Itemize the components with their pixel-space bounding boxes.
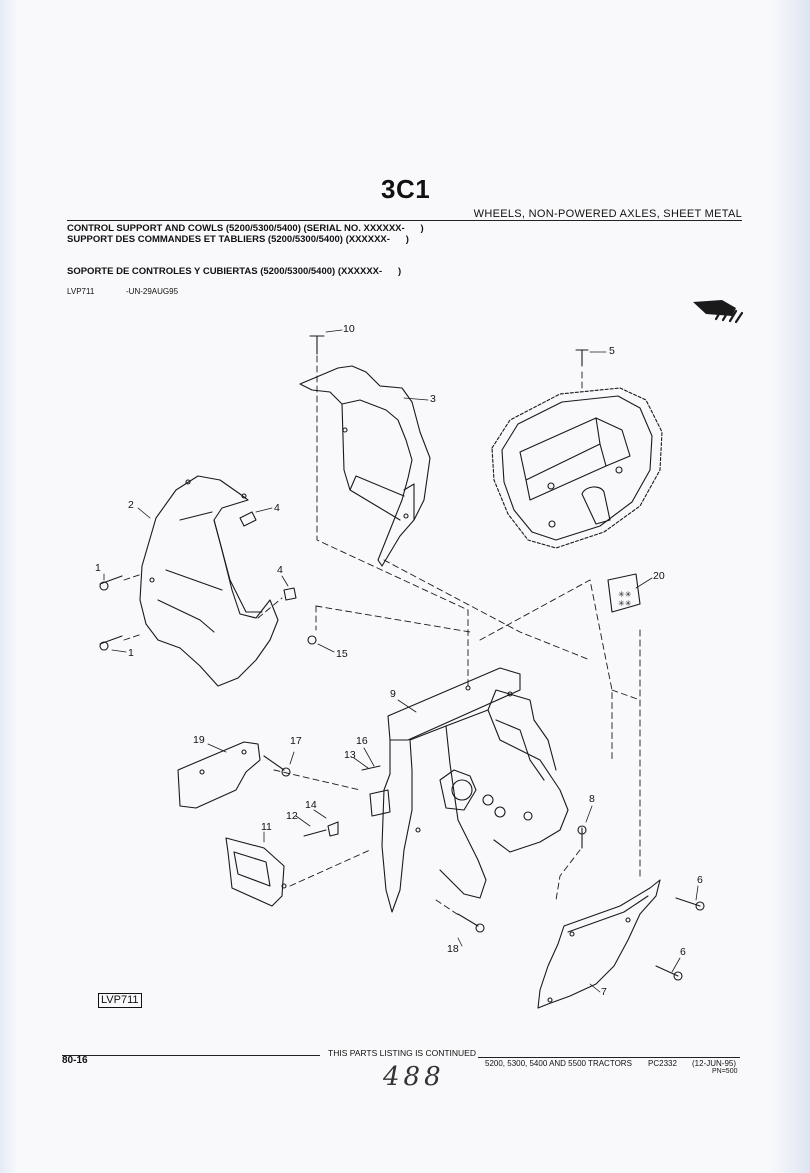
page-number: 80-16 bbox=[62, 1055, 88, 1066]
callout-2: 2 bbox=[128, 499, 134, 511]
title-french: SUPPORT DES COMMANDES ET TABLIERS (5200/… bbox=[67, 234, 409, 245]
assembly-lines bbox=[123, 355, 641, 917]
fasteners bbox=[99, 335, 705, 981]
part-9-control-support bbox=[369, 667, 569, 913]
section-code: 3C1 bbox=[381, 174, 431, 204]
scan-edge-right bbox=[770, 0, 810, 1173]
callout-11: 11 bbox=[261, 821, 272, 833]
title-english: CONTROL SUPPORT AND COWLS (5200/5300/540… bbox=[67, 223, 424, 234]
illustration-id-box: LVP711 bbox=[98, 993, 142, 1008]
callout-3: 3 bbox=[430, 393, 436, 405]
callout-1b: 1 bbox=[128, 647, 134, 659]
part-5-dashboard-panel bbox=[491, 387, 663, 549]
callout-16: 16 bbox=[356, 735, 368, 747]
callout-17: 17 bbox=[290, 735, 302, 747]
part-2-front-cowl bbox=[139, 475, 279, 687]
callout-18: 18 bbox=[447, 943, 459, 955]
callout-12: 12 bbox=[286, 810, 298, 822]
callout-4a: 4 bbox=[274, 502, 280, 514]
callout-6b: 6 bbox=[680, 946, 686, 958]
footer-catalog: PC2332 bbox=[648, 1059, 677, 1068]
footer-rule-left bbox=[62, 1055, 320, 1056]
callout-7: 8 bbox=[589, 793, 595, 805]
part-3-upper-cowl bbox=[299, 365, 431, 567]
callout-14: 14 bbox=[305, 799, 317, 811]
callout-10: 10 bbox=[343, 323, 355, 335]
footer-pn: PN=500 bbox=[712, 1068, 738, 1075]
callout-15: 15 bbox=[336, 648, 348, 660]
part-4-clips bbox=[239, 511, 297, 601]
callout-5: 5 bbox=[609, 345, 615, 357]
callout-19: 19 bbox=[193, 734, 205, 746]
footer-date: (12-JUN-95) bbox=[692, 1059, 737, 1068]
callout-4b: 4 bbox=[277, 564, 283, 576]
part-11-gasket-plate bbox=[225, 837, 287, 907]
footer-rule-right bbox=[478, 1057, 740, 1058]
callout-9: 9 bbox=[390, 688, 396, 700]
front-direction-arrow bbox=[693, 300, 744, 324]
callout-leaders bbox=[103, 329, 699, 993]
part-8-lower-panel bbox=[537, 879, 661, 1009]
footer-models: 5200, 5300, 5400 AND 5500 TRACTORS bbox=[485, 1059, 632, 1068]
svg-text:✳✳: ✳✳ bbox=[618, 590, 632, 599]
title-spanish: SOPORTE DE CONTROLES Y CUBIERTAS (5200/5… bbox=[67, 266, 402, 277]
callout-13: 13 bbox=[344, 749, 356, 761]
svg-text:✳✳: ✳✳ bbox=[618, 599, 632, 608]
handwritten-number: 488 bbox=[383, 1062, 445, 1092]
callout-6a: 6 bbox=[697, 874, 703, 886]
callout-20: 20 bbox=[653, 570, 665, 582]
part-20-decal: ✳✳ ✳✳ bbox=[607, 573, 641, 613]
section-name: WHEELS, NON-POWERED AXLES, SHEET METAL bbox=[473, 208, 742, 220]
illustration-ref-code: LVP711 bbox=[67, 287, 95, 296]
illustration-ref-date: -UN-29AUG95 bbox=[126, 287, 179, 296]
scan-edge-left bbox=[0, 0, 18, 1173]
callout-8: 7 bbox=[601, 986, 607, 998]
callout-1a: 1 bbox=[95, 562, 101, 574]
part-19-cover-plate bbox=[177, 741, 261, 809]
header-rule bbox=[67, 220, 742, 221]
continued-notice: THIS PARTS LISTING IS CONTINUED bbox=[328, 1048, 476, 1058]
